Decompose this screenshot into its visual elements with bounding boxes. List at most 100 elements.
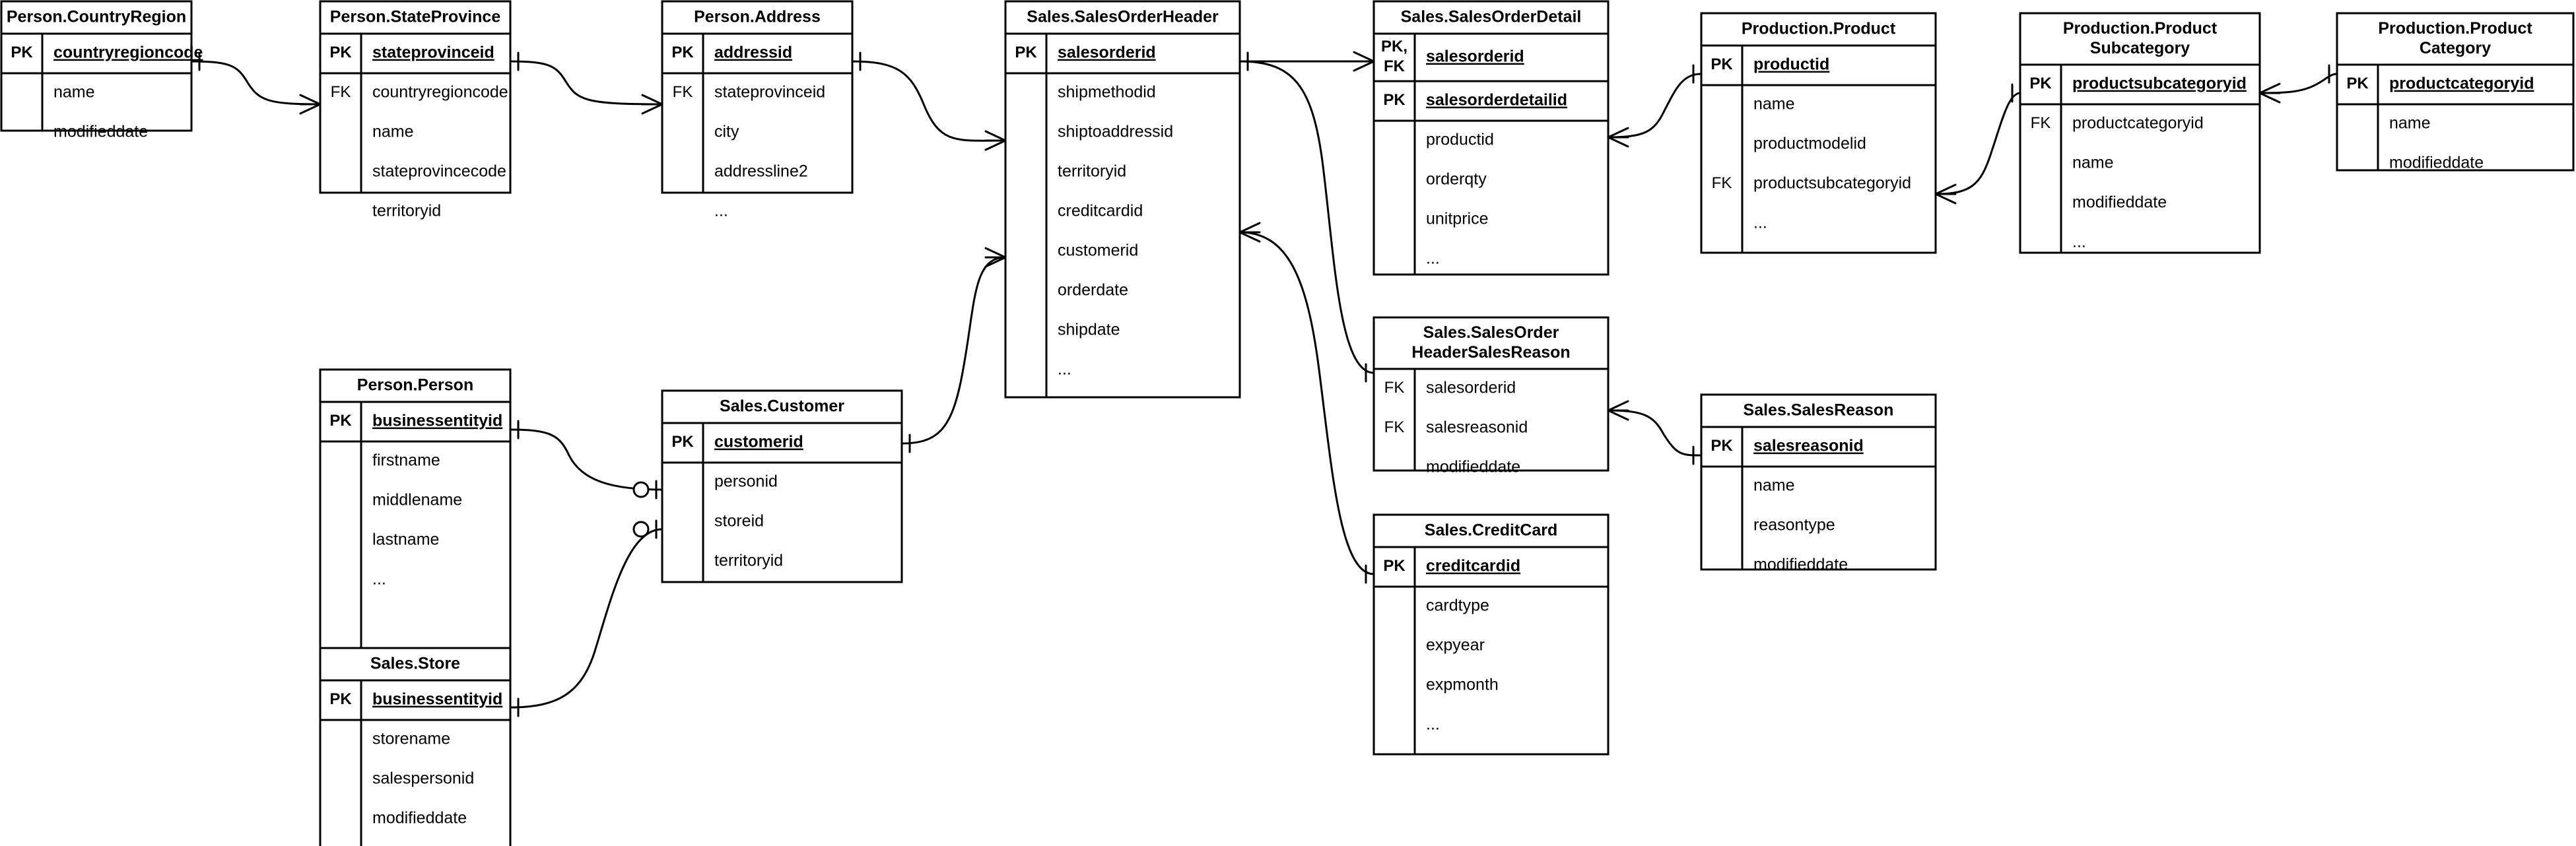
attribute-name: salesreasonid — [1426, 418, 1528, 437]
attribute-name: orderqty — [1426, 170, 1487, 189]
relationship-line[interactable] — [1238, 60, 1375, 374]
primary-key-attribute: salesorderdetailid — [1426, 91, 1567, 110]
entity-outline — [2336, 12, 2575, 172]
entity-box[interactable]: Sales.SalesOrderDetailPK,FKsalesorderidP… — [1373, 0, 1610, 276]
relationship-line[interactable] — [509, 428, 663, 491]
attribute-name: ... — [1753, 214, 1767, 232]
primary-key-tag: PK — [1015, 44, 1037, 61]
attribute-name: territoryid — [1058, 162, 1126, 181]
attribute-name: shipdate — [1058, 321, 1120, 339]
entity-title: Sales.CreditCard — [1425, 521, 1557, 539]
attribute-name: stateprovincecode — [372, 162, 506, 181]
attribute-name: cardtype — [1426, 597, 1489, 615]
zero-or-one-marker — [632, 480, 658, 500]
primary-key-tag: PK — [1711, 437, 1733, 455]
primary-key-tag: PK,FK — [1381, 38, 1407, 75]
attribute-name: firstname — [372, 451, 440, 470]
crowsfoot-many-marker — [299, 94, 322, 115]
crowsfoot-many-marker — [1353, 51, 1375, 72]
relationship-line[interactable] — [509, 60, 663, 106]
attribute-name: productsubcategoryid — [1753, 174, 1911, 193]
primary-key-tag: PK — [2346, 75, 2369, 92]
attribute-name: middlename — [372, 491, 462, 509]
primary-key-tag: PK — [11, 44, 33, 61]
relationship-line[interactable] — [1607, 409, 1703, 457]
primary-key-attribute: productid — [1753, 55, 1829, 74]
attribute-name: countryregioncode — [372, 83, 508, 102]
relationship-connector[interactable] — [1607, 64, 1703, 148]
attribute-name: orderdate — [1058, 281, 1128, 300]
entity-title: Sales.SalesOrderDetail — [1401, 7, 1582, 26]
attribute-name: reasontype — [1753, 516, 1835, 535]
relationship-line[interactable] — [509, 528, 663, 709]
attribute-name: customerid — [1058, 242, 1138, 260]
primary-key-attribute: customerid — [714, 433, 803, 451]
crowsfoot-many-marker — [984, 130, 1007, 151]
relationship-connector[interactable] — [900, 247, 1007, 453]
attribute-name: name — [2389, 114, 2431, 133]
attribute-name: territoryid — [714, 552, 783, 570]
attribute-name: name — [372, 123, 414, 141]
relationship-line[interactable] — [1607, 73, 1703, 139]
attribute-name: modifieddate — [2389, 154, 2484, 172]
attribute-name: productmodelid — [1753, 135, 1866, 153]
relationship-connector[interactable] — [1934, 83, 2021, 205]
entity-title: Person.CountryRegion — [7, 7, 186, 26]
entity-title: Production.Product — [1742, 19, 1896, 38]
attribute-name: storeid — [714, 512, 764, 531]
relationship-connector[interactable] — [509, 51, 663, 115]
crowsfoot-many-marker — [1607, 127, 1629, 148]
attribute-name: modifieddate — [2072, 193, 2167, 212]
foreign-key-tag: FK — [1384, 418, 1405, 436]
crowsfoot-many-marker — [1607, 400, 1629, 421]
relationship-connector[interactable] — [1607, 400, 1703, 465]
attribute-name: expyear — [1426, 636, 1485, 655]
relationship-line[interactable] — [190, 60, 322, 106]
foreign-key-tag: FK — [331, 83, 351, 101]
relationship-line[interactable] — [2258, 73, 2338, 94]
attribute-name: shipmethodid — [1058, 83, 1156, 102]
primary-key-attribute: addressid — [714, 44, 792, 62]
relationship-connector[interactable] — [509, 420, 663, 500]
attribute-name: name — [53, 83, 95, 102]
relationship-line[interactable] — [1238, 231, 1375, 575]
relationship-connector[interactable] — [851, 51, 1007, 151]
crowsfoot-many-marker — [1238, 222, 1261, 243]
attribute-name: ... — [1426, 715, 1440, 734]
foreign-key-tag: FK — [1712, 174, 1732, 192]
relationship-connector[interactable] — [1238, 51, 1375, 383]
relationship-connector[interactable] — [1238, 222, 1375, 584]
primary-key-tag: PK — [1383, 557, 1406, 575]
relationship-connector[interactable] — [1238, 51, 1375, 72]
relationship-line[interactable] — [851, 60, 1007, 142]
primary-key-attribute: salesreasonid — [1753, 437, 1864, 455]
relationship-line[interactable] — [1934, 92, 2021, 195]
attribute-name: modifieddate — [1753, 556, 1848, 574]
relationship-connector[interactable] — [2258, 64, 2338, 104]
relationship-line[interactable] — [900, 256, 1007, 445]
relationship-connector[interactable] — [190, 51, 322, 115]
attribute-name: addressline2 — [714, 162, 808, 181]
attribute-name: storename — [372, 730, 450, 748]
entity-title: Sales.SalesReason — [1744, 401, 1894, 419]
attribute-name: productcategoryid — [2072, 114, 2204, 133]
relationship-connector[interactable] — [509, 519, 663, 717]
primary-key-attribute: productsubcategoryid — [2072, 75, 2247, 93]
primary-key-attribute: salesorderid — [1058, 44, 1156, 62]
primary-key-attribute: salesorderid — [1426, 48, 1524, 66]
